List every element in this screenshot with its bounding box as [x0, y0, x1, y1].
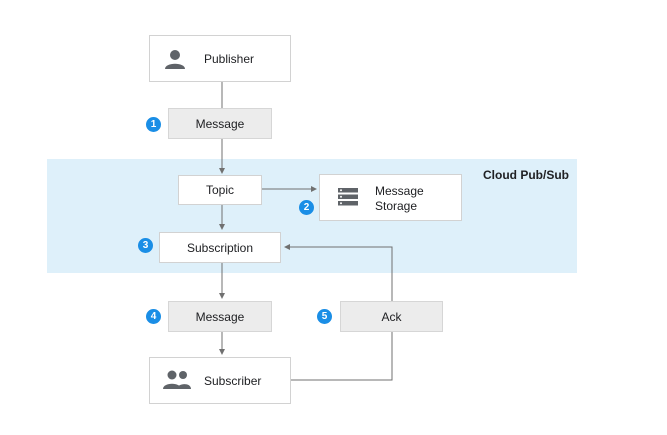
subscriber-node	[149, 357, 291, 404]
ack-path-lower	[290, 332, 393, 381]
publisher-label: Publisher	[204, 52, 255, 66]
step-badge-3: 3	[138, 238, 153, 253]
message-storage-label: Message Storage	[375, 184, 424, 213]
message-in-node: Message	[168, 108, 272, 139]
step-badge-2: 2	[299, 200, 314, 215]
ack-node: Ack	[340, 301, 443, 332]
storage-icon	[338, 188, 358, 206]
topic-node: Topic	[178, 175, 262, 205]
step-badge-4: 4	[146, 309, 161, 324]
cloud-pubsub-label: Cloud Pub/Sub	[483, 168, 569, 182]
person-icon	[165, 50, 185, 69]
cloud-pubsub-region	[47, 159, 577, 273]
step-badge-1: 1	[146, 117, 161, 132]
message-out-node: Message	[168, 301, 272, 332]
subscriber-label: Subscriber	[204, 374, 262, 388]
step-badge-5: 5	[317, 309, 332, 324]
people-icon	[163, 370, 191, 389]
ack-to-subscription-arrow	[284, 244, 393, 301]
subscription-node: Subscription	[159, 232, 281, 263]
